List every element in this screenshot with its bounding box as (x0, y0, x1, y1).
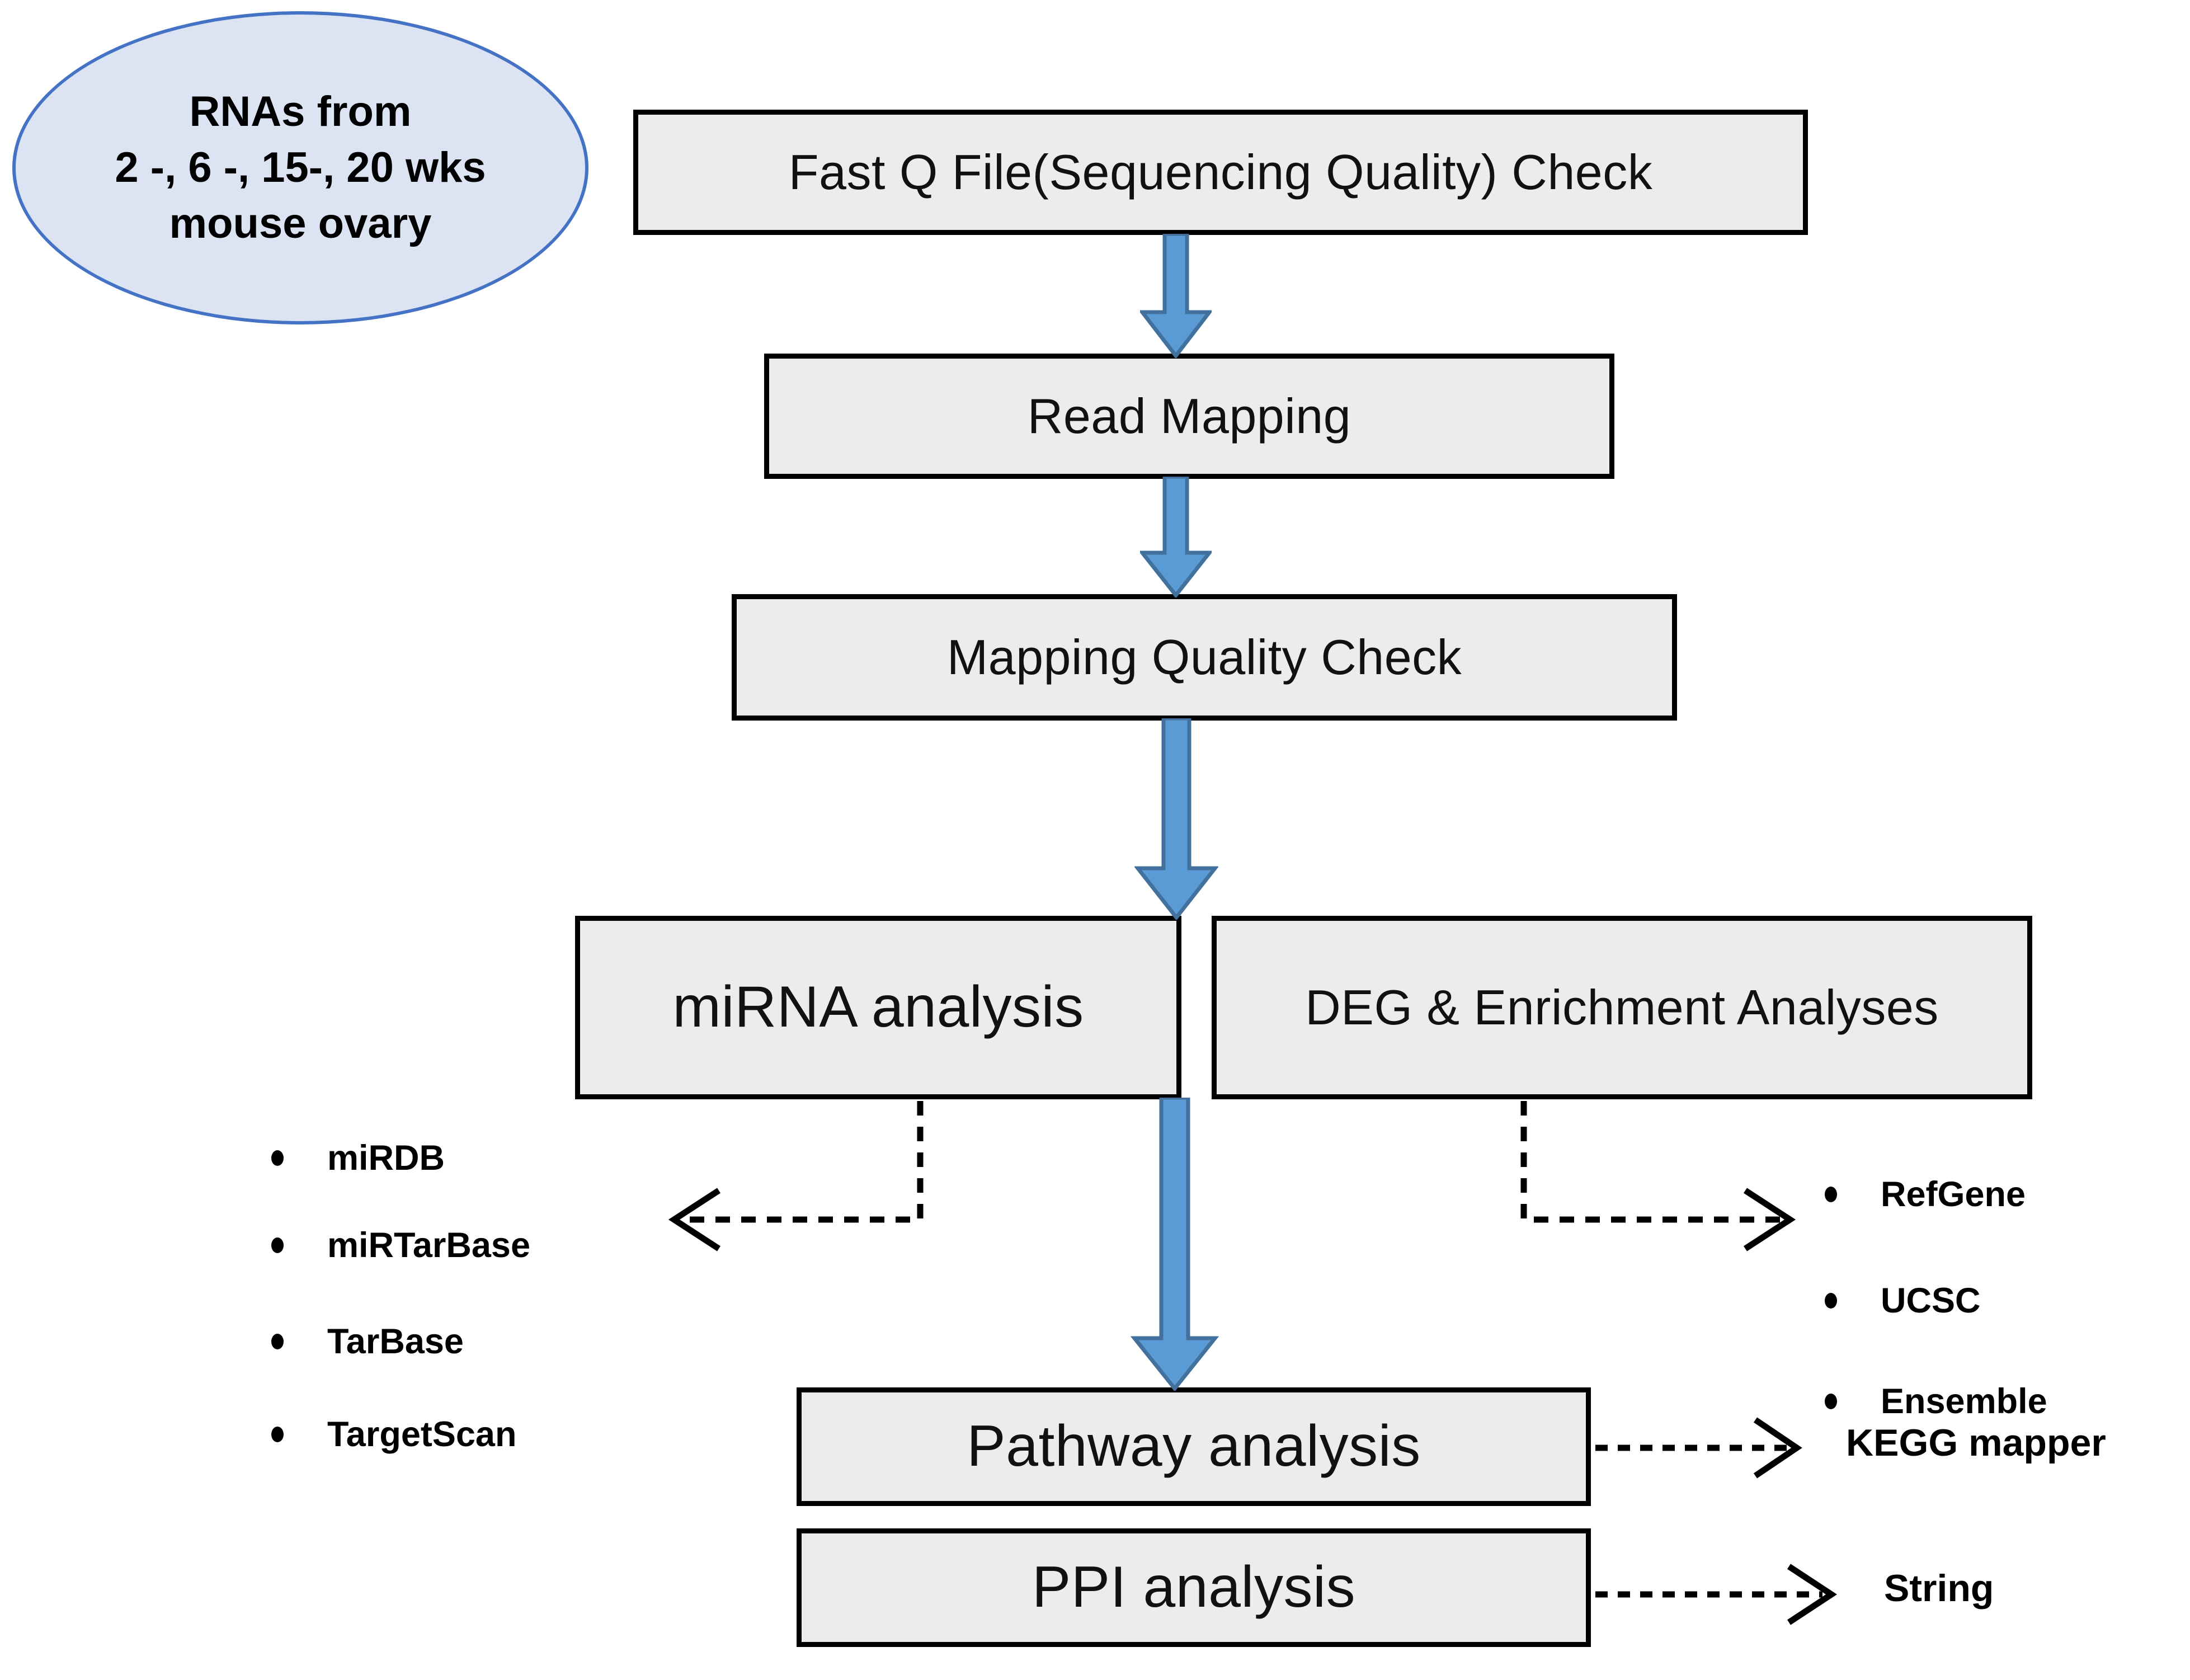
connector-mirna-to-databases (668, 1101, 924, 1251)
box-pathway-analysis-label: Pathway analysis (967, 1414, 1421, 1479)
mirna-database-list: miRDB miRTarBase TarBase TargetScan (271, 1119, 530, 1479)
rna-source-line-3: mouse ovary (169, 200, 432, 248)
box-pathway-analysis[interactable]: Pathway analysis (797, 1387, 1591, 1506)
bullet-icon (1825, 1394, 1837, 1409)
endpoint-string: String (1884, 1567, 1994, 1610)
box-mirna-analysis[interactable]: miRNA analysis (575, 916, 1181, 1099)
bullet-icon (271, 1150, 284, 1166)
rna-source-line-1: RNAs from (189, 87, 412, 135)
connector-pathway-to-kegg (1595, 1417, 1802, 1479)
annotation-db-label-1: UCSC (1881, 1281, 1981, 1320)
arrow-read-mapping-to-quality-check (1140, 477, 1212, 597)
box-read-mapping-label: Read Mapping (1027, 388, 1351, 444)
arrow-analyses-to-pathway (1130, 1098, 1219, 1391)
rna-source-line-2: 2 -, 6 -, 15-, 20 wks (115, 143, 486, 191)
box-deg-enrichment-label: DEG & Enrichment Analyses (1305, 979, 1939, 1035)
box-fastq-check-label: Fast Q File(Sequencing Quality) Check (788, 144, 1653, 200)
annotation-db-label-2: Ensemble (1881, 1382, 2047, 1421)
connector-ppi-to-string (1595, 1564, 1838, 1625)
box-ppi-analysis-label: PPI analysis (1032, 1555, 1356, 1620)
endpoint-kegg-mapper: KEGG mapper (1846, 1422, 2106, 1464)
arrow-fastq-to-read-mapping (1140, 234, 1212, 358)
bullet-icon (1825, 1187, 1837, 1202)
list-item[interactable]: miRDB (271, 1119, 530, 1197)
box-mapping-quality-check[interactable]: Mapping Quality Check (732, 594, 1677, 721)
mirna-db-label-0: miRDB (327, 1138, 445, 1178)
box-fastq-check[interactable]: Fast Q File(Sequencing Quality) Check (633, 110, 1808, 235)
list-item[interactable]: RefGene (1825, 1141, 2047, 1248)
box-mirna-analysis-label: miRNA analysis (672, 975, 1084, 1040)
list-item[interactable]: miRTarBase (271, 1197, 530, 1293)
rna-source-ellipse: RNAs from 2 -, 6 -, 15-, 20 wks mouse ov… (12, 11, 588, 324)
connector-deg-to-databases (1520, 1101, 1796, 1251)
mirna-db-label-2: TarBase (327, 1322, 464, 1361)
mirna-db-label-3: TargetScan (327, 1415, 517, 1454)
bullet-icon (1825, 1293, 1837, 1309)
arrow-quality-check-to-analyses (1134, 718, 1218, 920)
box-read-mapping[interactable]: Read Mapping (764, 354, 1614, 479)
box-ppi-analysis[interactable]: PPI analysis (797, 1528, 1591, 1647)
mirna-db-label-1: miRTarBase (327, 1226, 530, 1265)
annotation-database-list: RefGene UCSC Ensemble (1825, 1141, 2047, 1449)
list-item[interactable]: UCSC (1825, 1248, 2047, 1354)
box-mapping-quality-check-label: Mapping Quality Check (946, 629, 1462, 685)
bullet-icon (271, 1334, 284, 1349)
list-item[interactable]: TargetScan (271, 1390, 530, 1479)
box-deg-enrichment[interactable]: DEG & Enrichment Analyses (1212, 916, 2032, 1099)
list-item[interactable]: TarBase (271, 1293, 530, 1390)
bullet-icon (271, 1427, 284, 1442)
annotation-db-label-0: RefGene (1881, 1175, 2026, 1214)
bullet-icon (271, 1237, 284, 1253)
list-item[interactable]: Ensemble (1825, 1354, 2047, 1449)
